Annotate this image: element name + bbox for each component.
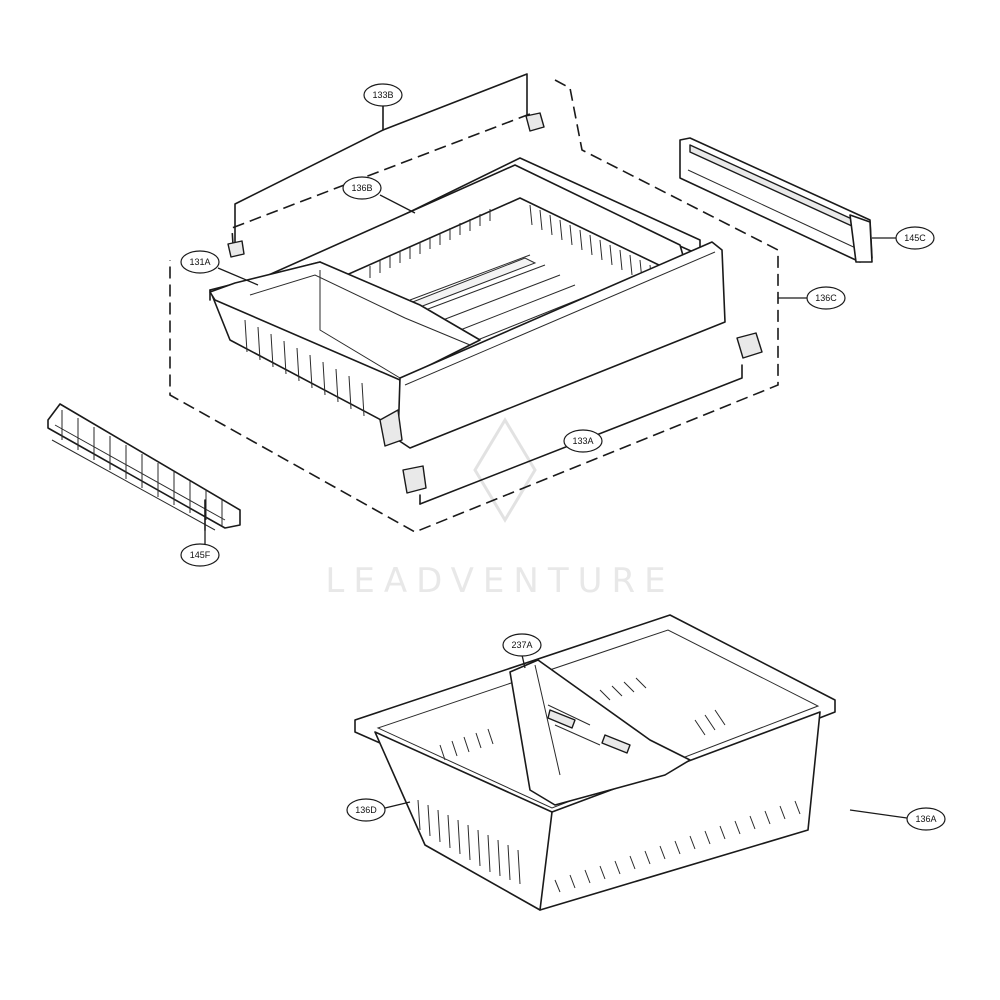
watermark: LEADVENTURE xyxy=(325,417,674,601)
lower-basket xyxy=(354,614,836,911)
end-cap-right xyxy=(736,332,763,359)
callout-133A-label: 133A xyxy=(572,436,593,446)
assembly-boundary xyxy=(169,79,779,533)
callout-136B: 136B xyxy=(342,176,416,214)
end-cap-left xyxy=(227,240,245,258)
callout-136A-label: 136A xyxy=(915,814,936,824)
callout-136A: 136A xyxy=(849,807,946,831)
callout-136C: 136C xyxy=(778,286,846,310)
callout-133B: 133B xyxy=(363,83,403,107)
callout-237A: 237A xyxy=(502,633,542,669)
callout-133A: 133A xyxy=(563,429,603,453)
callout-145F: 145F xyxy=(180,530,220,567)
end-cap-upper xyxy=(525,112,545,132)
callout-131A-label: 131A xyxy=(189,257,210,267)
callout-145C-label: 145C xyxy=(904,233,926,243)
end-caps-lower xyxy=(402,332,763,505)
part-133B-bracket xyxy=(227,73,545,258)
callout-136D-label: 136D xyxy=(355,805,377,815)
callout-136B-label: 136B xyxy=(351,183,372,193)
callout-136C-label: 136C xyxy=(815,293,837,303)
upper-drawer xyxy=(209,157,726,449)
watermark-text: LEADVENTURE xyxy=(325,561,674,601)
callout-145F-label: 145F xyxy=(190,550,211,560)
end-cap-front xyxy=(402,465,427,494)
callout-131A: 131A xyxy=(180,250,259,286)
part-145F-grille xyxy=(47,403,241,531)
callout-237A-label: 237A xyxy=(511,640,532,650)
callout-136D: 136D xyxy=(346,798,411,822)
part-145C-rail xyxy=(679,137,873,263)
drawer-handle-clip xyxy=(379,409,403,447)
callout-145C: 145C xyxy=(872,226,935,250)
callout-133B-label: 133B xyxy=(372,90,393,100)
